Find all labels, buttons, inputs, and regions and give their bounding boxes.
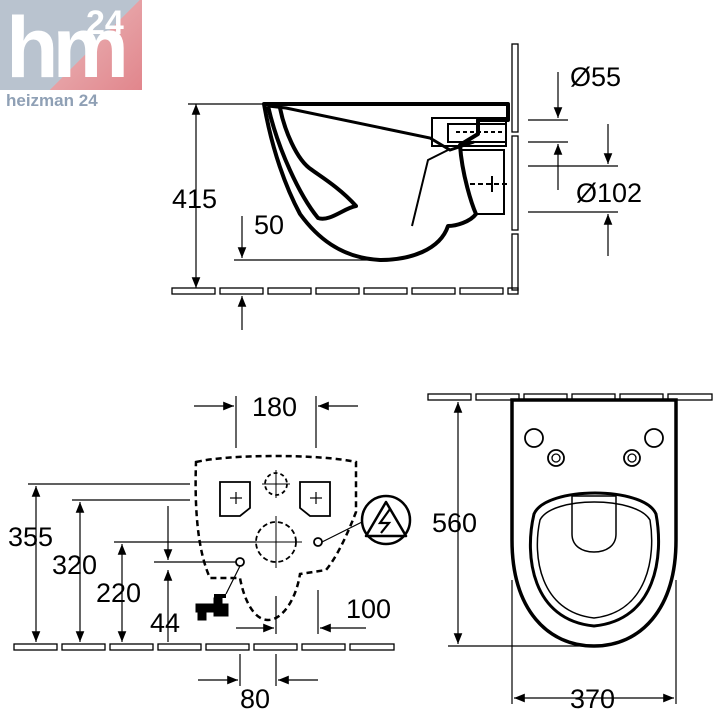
- dim-355: [28, 483, 190, 642]
- flush-inlet: [431, 117, 507, 147]
- water-point: [235, 557, 245, 567]
- dim-320: [72, 499, 190, 642]
- heizman24-logo: hm 24 heizman 24: [0, 0, 142, 112]
- label-355: 355: [8, 522, 53, 552]
- bowl-outline: [262, 102, 510, 262]
- dim-100: [236, 590, 366, 634]
- label-d55: Ø55: [570, 62, 621, 92]
- dim-415: [188, 103, 262, 288]
- rear-dashed-outline: [194, 454, 358, 622]
- bracket-left: [219, 481, 251, 517]
- dim-50: [234, 216, 386, 330]
- dim-d102: [528, 124, 618, 256]
- top-seat-inner: [536, 501, 653, 619]
- seat-hole-right: [644, 428, 664, 448]
- waste-outlet: [411, 149, 508, 227]
- fixing-bolt-right: [623, 449, 641, 467]
- dim-560: [448, 402, 594, 647]
- water-tap-icon: [195, 565, 241, 621]
- top-seat-ring: [528, 491, 661, 628]
- top-view: [427, 393, 713, 704]
- rim-lip: [267, 104, 475, 152]
- label-d102: Ø102: [576, 178, 642, 208]
- top-bowl-hole: [571, 495, 617, 553]
- label-415: 415: [172, 184, 217, 214]
- rear-view: [13, 396, 412, 686]
- label-180: 180: [252, 392, 297, 422]
- side-view: [171, 43, 618, 330]
- label-370: 370: [570, 684, 615, 714]
- dim-d55: [528, 72, 568, 190]
- logo-number: 24: [86, 4, 124, 42]
- logo-mark: hm: [6, 0, 129, 96]
- bowl-inner: [266, 105, 358, 221]
- top-bowl-outer: [510, 398, 678, 648]
- seat-hole-left: [524, 428, 544, 448]
- side-view-wall: [511, 43, 519, 291]
- rear-view-floor: [13, 643, 395, 651]
- label-80: 80: [240, 684, 270, 714]
- label-50: 50: [254, 210, 284, 240]
- label-220: 220: [96, 578, 141, 608]
- label-560: 560: [432, 508, 477, 538]
- electric-warning-icon: [321, 494, 412, 546]
- dim-220: [114, 541, 256, 642]
- label-100: 100: [346, 594, 391, 624]
- dim-44: [154, 506, 236, 642]
- fixing-bolt-left: [547, 449, 565, 467]
- electric-point: [313, 537, 323, 547]
- dim-80: [198, 654, 318, 686]
- dim-370: [511, 580, 677, 704]
- logo-caption: heizman 24: [6, 91, 98, 110]
- label-44: 44: [150, 608, 180, 638]
- label-320: 320: [52, 550, 97, 580]
- bracket-right: [299, 481, 331, 517]
- side-view-floor: [171, 287, 519, 295]
- dim-180: [194, 396, 358, 448]
